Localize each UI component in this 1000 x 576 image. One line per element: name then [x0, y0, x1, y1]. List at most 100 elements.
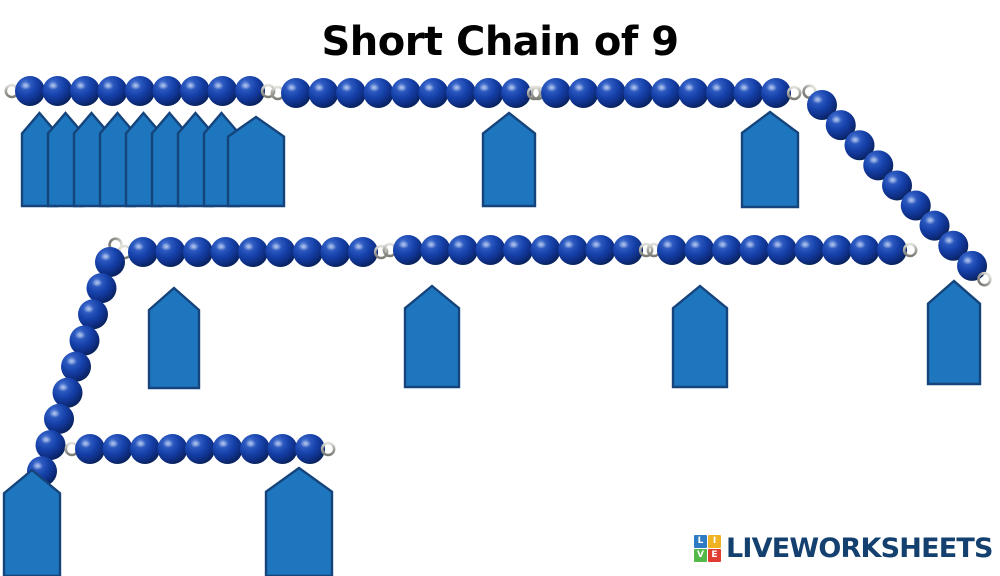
bead-highlight [854, 241, 866, 249]
bead [739, 235, 770, 265]
bead [613, 235, 643, 265]
bead [293, 237, 323, 267]
bead-highlight [217, 440, 229, 448]
bead-highlight [100, 253, 112, 261]
bead [44, 403, 75, 434]
bead-highlight [924, 216, 936, 225]
bead-highlight [20, 82, 32, 90]
bead-highlight [451, 84, 463, 92]
bead [706, 78, 736, 108]
chain-segment [109, 237, 397, 267]
bead [155, 237, 186, 267]
bead [348, 237, 378, 267]
bead-highlight [215, 243, 227, 251]
answer-tag[interactable] [671, 284, 729, 389]
bead-highlight [185, 82, 197, 90]
bead [794, 235, 825, 265]
bead [558, 235, 588, 265]
bead [844, 130, 875, 161]
bead-highlight [744, 241, 756, 249]
bead [69, 325, 100, 356]
bead-highlight [286, 84, 298, 92]
bead [877, 235, 907, 265]
bead-highlight [689, 241, 701, 249]
page-title: Short Chain of 9 [321, 19, 679, 65]
answer-tag[interactable] [264, 466, 334, 576]
logo-tile-i: I [708, 534, 721, 548]
bead [596, 78, 626, 108]
bead-highlight [425, 241, 437, 249]
bead [733, 78, 764, 108]
bead [825, 110, 856, 141]
bead [212, 434, 243, 464]
bead-highlight [162, 440, 174, 448]
bead-highlight [341, 84, 353, 92]
bead [568, 78, 599, 108]
answer-tag[interactable] [226, 115, 286, 208]
bead-highlight [270, 243, 282, 251]
bead [183, 237, 213, 267]
bead [125, 76, 155, 106]
bead-highlight [887, 176, 899, 185]
bead [448, 235, 478, 265]
bead-highlight [717, 241, 729, 249]
bead-highlight [453, 241, 465, 249]
bead [130, 434, 160, 464]
bead [418, 78, 449, 108]
loop-stem [116, 230, 122, 241]
logo-tile-e: E [708, 548, 721, 562]
answer-tag[interactable] [2, 468, 62, 576]
bead-highlight [662, 241, 674, 249]
answer-tag[interactable] [740, 110, 800, 209]
bead-highlight [827, 241, 839, 249]
bead [391, 78, 421, 108]
bead [75, 434, 105, 464]
chain-segment [798, 80, 996, 291]
answer-tag[interactable] [926, 279, 982, 386]
bead [70, 76, 100, 106]
bead-highlight [601, 84, 613, 92]
bead [684, 235, 715, 265]
bead-highlight [57, 383, 69, 392]
bead [900, 190, 931, 221]
bead [207, 76, 238, 106]
bead [265, 237, 296, 267]
bead [503, 235, 533, 265]
bead-highlight [135, 440, 147, 448]
bead-highlight [618, 241, 630, 249]
bead-highlight [849, 136, 861, 145]
bead-highlight [766, 84, 778, 92]
bead-highlight [683, 84, 695, 92]
bead-highlight [313, 84, 325, 92]
bead [295, 434, 325, 464]
bead [501, 78, 531, 108]
bead-highlight [188, 243, 200, 251]
bead [128, 237, 158, 267]
bead [336, 78, 366, 108]
answer-tag[interactable] [147, 286, 201, 390]
answer-tag[interactable] [403, 284, 461, 389]
bead-highlight [160, 243, 172, 251]
bead [52, 377, 83, 408]
wire-loop [312, 441, 344, 457]
bead-highlight [508, 241, 520, 249]
bead [446, 78, 476, 108]
bead-highlight [40, 436, 52, 444]
bead [393, 235, 423, 265]
bead [420, 235, 451, 265]
bead-highlight [74, 331, 86, 340]
bead-highlight [831, 116, 842, 124]
bead [86, 273, 117, 304]
answer-tag[interactable] [481, 111, 537, 208]
bead-highlight [75, 82, 87, 90]
bead [210, 237, 241, 267]
wire-loop [894, 242, 926, 258]
bead [651, 78, 681, 108]
bead-highlight [353, 243, 365, 251]
bead [761, 78, 791, 108]
bead [235, 76, 265, 106]
chain-segment [638, 235, 926, 265]
bead-highlight [243, 243, 255, 251]
